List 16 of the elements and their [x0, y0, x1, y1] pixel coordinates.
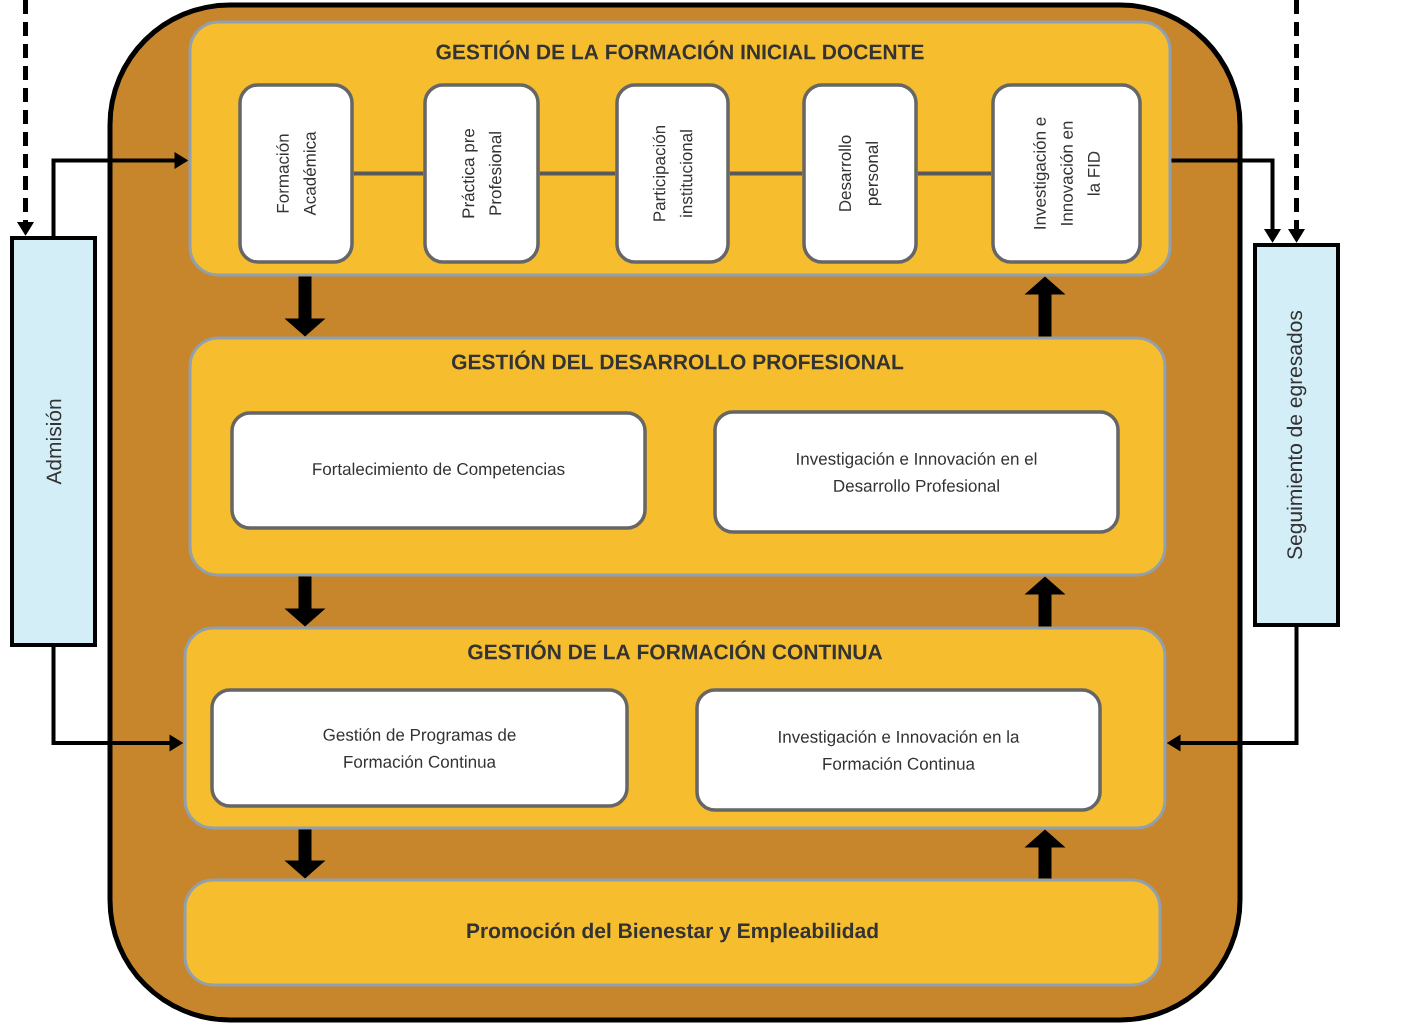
- connector-line: [917, 171, 992, 176]
- side-box: Admisión: [10, 236, 97, 647]
- process-box: Formación Académica: [238, 83, 354, 264]
- section-band: Promoción del Bienestar y Empleabilidad: [183, 878, 1162, 987]
- connector-line: [539, 171, 616, 176]
- process-box: Práctica pre Profesional: [423, 83, 540, 264]
- connector-line: [729, 171, 803, 176]
- process-box: Fortalecimiento de Competencias: [230, 411, 647, 530]
- process-box: Gestión de Programas de Formación Continua: [210, 688, 629, 808]
- process-box: Investigación e Innovación en la FID: [991, 83, 1142, 264]
- process-box: Participación institucional: [615, 83, 730, 264]
- process-box: Investigación e Innovación en la Formación Continua: [695, 688, 1102, 812]
- side-box: Seguimiento de egresados: [1253, 243, 1340, 627]
- process-box: Desarrollo personal: [802, 83, 918, 264]
- connector-line: [353, 171, 424, 176]
- process-box: Investigación e Innovación en el Desarrollo Profesional: [713, 410, 1120, 534]
